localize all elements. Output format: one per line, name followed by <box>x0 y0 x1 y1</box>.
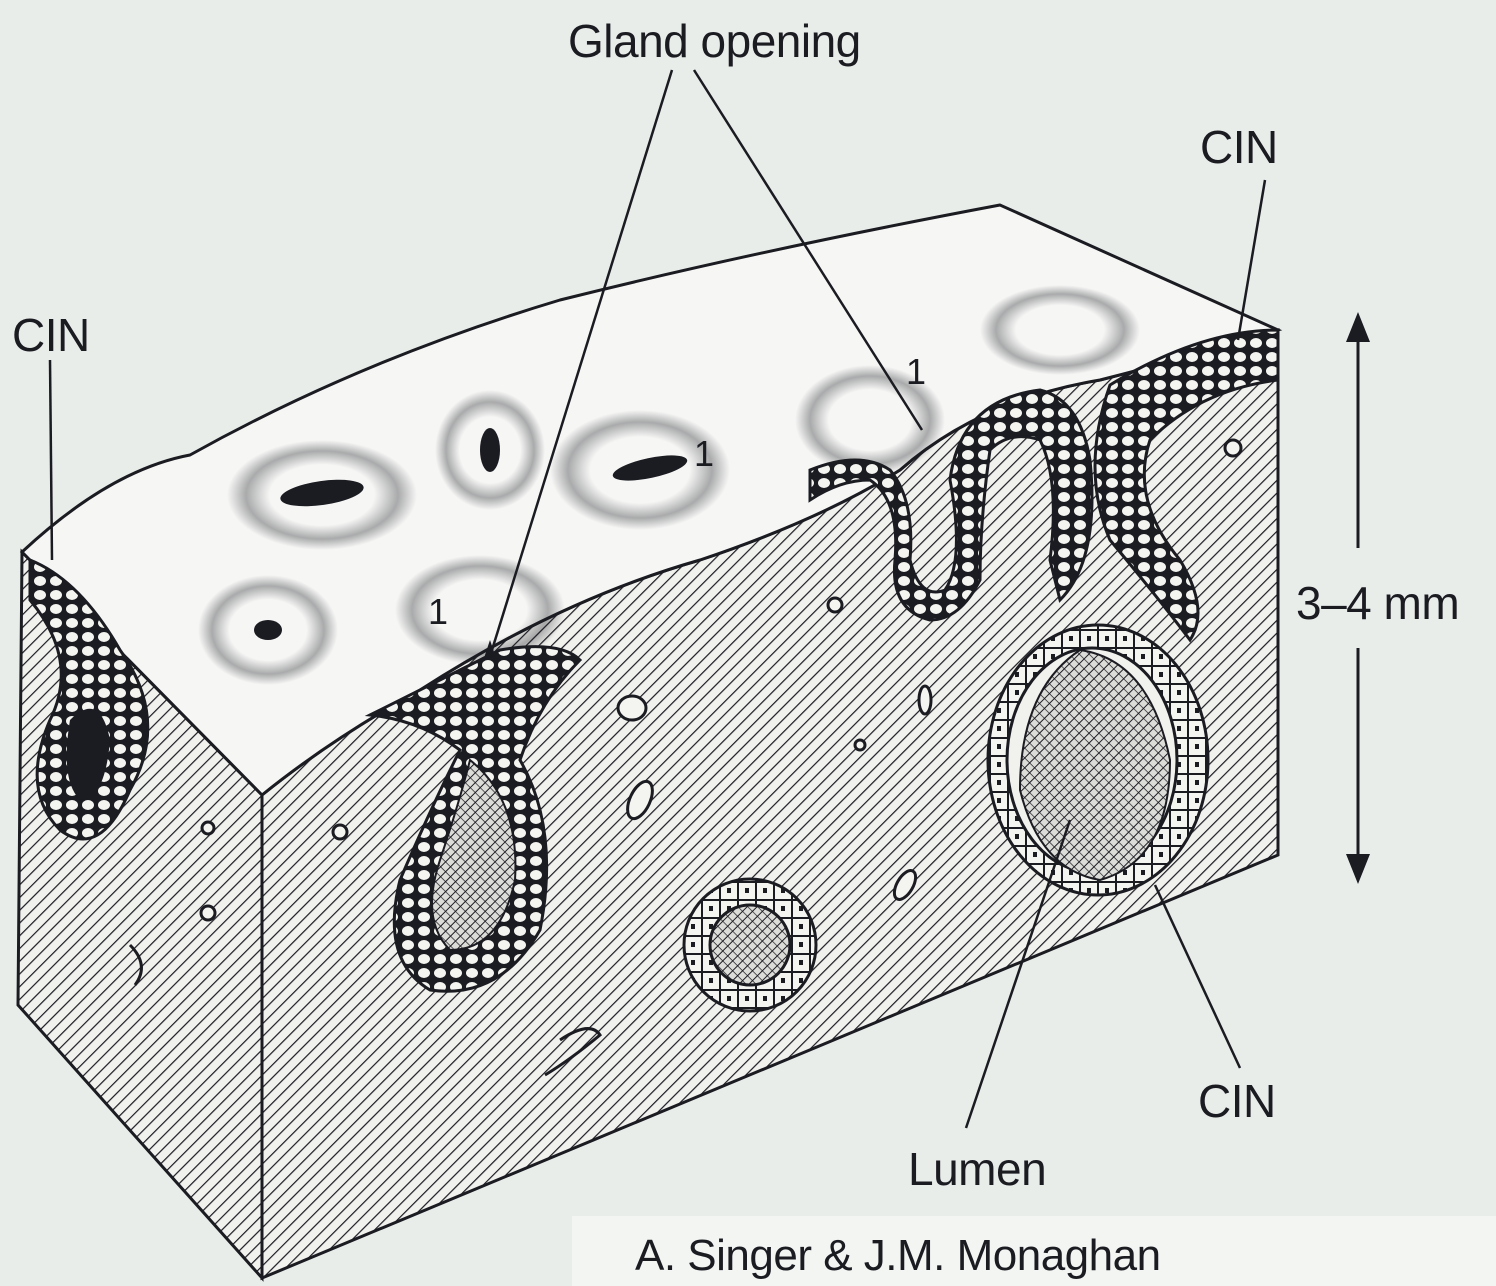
label-lumen: Lumen <box>908 1146 1046 1192</box>
label-cin-left: CIN <box>12 312 90 358</box>
credit-text: A. Singer & J.M. Monaghan <box>635 1234 1161 1278</box>
label-dimension: 3–4 mm <box>1296 580 1459 626</box>
marker-1-upper: 1 <box>694 436 714 472</box>
label-cin-bottom-right: CIN <box>1198 1078 1276 1124</box>
label-cin-top-right: CIN <box>1200 124 1278 170</box>
label-gland-opening: Gland opening <box>568 18 861 64</box>
marker-1-center: 1 <box>428 594 448 630</box>
marker-1-right: 1 <box>906 354 926 390</box>
